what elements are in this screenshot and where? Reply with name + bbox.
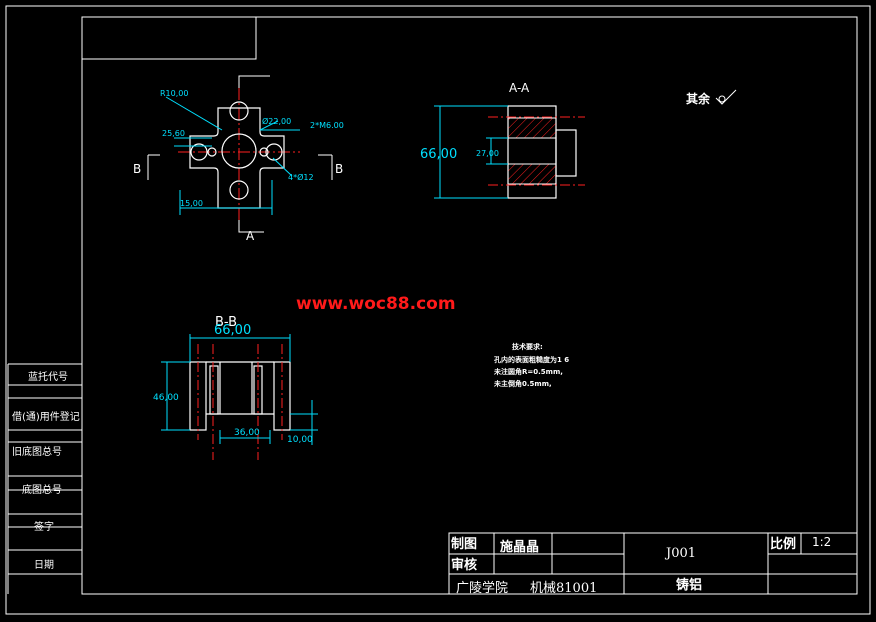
dim-w15: 15,00	[180, 199, 203, 208]
dim-d22: Ø22,00	[262, 116, 291, 126]
side-record-table	[7, 363, 82, 594]
roughness-note: 其余	[686, 91, 711, 106]
tech-req-title: 技术要求:	[512, 342, 543, 351]
plan-view	[147, 75, 333, 233]
title-draw-label: 制图	[451, 536, 477, 552]
tech-req-line-3: 未主倒角0.5mm,	[494, 379, 552, 388]
title-block-grid	[448, 532, 858, 595]
dim-m6: 2*M6.00	[310, 121, 344, 130]
title-designer: 施晶晶	[500, 539, 539, 555]
side-row-1: 蓝托代号	[28, 370, 68, 383]
cut-label-a: A	[246, 229, 255, 243]
tech-req-line-2: 未注圆角R=0.5mm,	[494, 367, 563, 376]
title-scale-label: 比例	[770, 536, 796, 552]
section-a-title: A-A	[509, 81, 530, 95]
title-material: 铸铝	[676, 577, 702, 593]
dim-b-w66: 66,00	[214, 323, 251, 338]
watermark: www.woc88.com	[296, 294, 456, 314]
tech-req-line-1: 孔内的表面粗糙度为1 6	[494, 355, 569, 364]
title-school: 广陵学院	[456, 580, 508, 596]
title-part-no: J001	[664, 546, 696, 561]
dim-b-h10: 10,00	[287, 435, 313, 445]
title-scale-value: 1:2	[812, 535, 831, 549]
section-a-view	[434, 105, 585, 199]
dim-b-h46: 46,00	[153, 393, 179, 403]
cut-label-b-right: B	[335, 162, 343, 176]
side-row-5: 签字	[34, 520, 54, 533]
title-check-label: 审核	[451, 557, 477, 573]
cut-label-b-left: B	[133, 162, 141, 176]
side-row-4: 底图总号	[22, 483, 62, 496]
dim-b-w36: 36,00	[234, 428, 260, 438]
roughness-symbol-icon	[715, 89, 737, 105]
section-b-view	[161, 334, 318, 460]
side-row-6: 日期	[34, 559, 54, 571]
dim-a-h27: 27,00	[476, 149, 499, 158]
section-b-title: B-B	[215, 315, 237, 330]
dim-a-h66: 66,00	[420, 147, 457, 162]
title-class-id: 机械81001	[530, 581, 597, 596]
dim-d12: 4*Ø12	[288, 172, 314, 182]
dim-r10: R10,00	[160, 89, 188, 98]
side-row-3: 旧底图总号	[12, 445, 62, 458]
dim-w25: 25,60	[162, 129, 185, 138]
side-row-2: 借(通)用件登记	[12, 410, 80, 423]
